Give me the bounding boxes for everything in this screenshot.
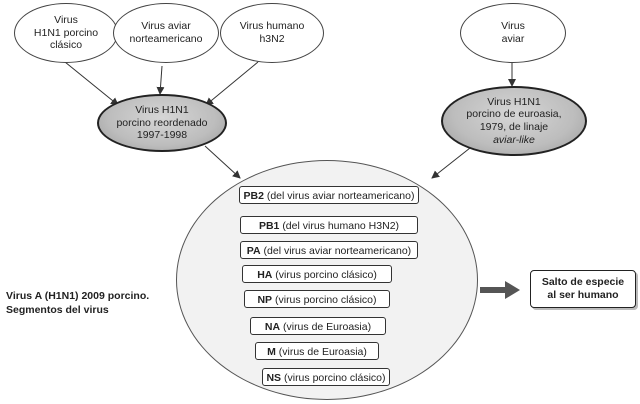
node-aviar: Virus aviar — [460, 3, 566, 63]
outcome-box: Salto de especie al ser humano — [530, 270, 636, 308]
segment-na: NA (virus de Euroasia) — [250, 317, 386, 335]
segment-name: NA — [264, 321, 281, 333]
arrow-segments-to-outcome — [480, 281, 520, 299]
segment-origin: (virus de Euroasia) — [282, 321, 372, 333]
node-reordenado: Virus H1N1 porcino reordenado 1997-1998 — [97, 94, 227, 152]
arrow-humano-to-reordenado — [205, 61, 259, 106]
arrow-aviar-na-to-reordenado — [156, 65, 165, 95]
segment-name: PA — [246, 245, 261, 257]
segment-name: PB2 — [243, 190, 264, 202]
virus-label: Virus A (H1N1) 2009 porcino. Segmentos d… — [6, 290, 150, 316]
segment-origin: (del virus aviar norteamericano) — [266, 190, 415, 202]
segment-ha: HA (virus porcino clásico) — [242, 265, 392, 283]
segment-origin: (virus porcino clásico) — [283, 372, 386, 384]
segment-origin: (del virus humano H3N2) — [282, 220, 400, 232]
segment-name: M — [267, 346, 276, 358]
node-aviar-norteamericano: Virus aviar norteamericano — [113, 3, 219, 63]
segment-pb2: PB2 (del virus aviar norteamericano) — [239, 186, 419, 204]
euroasia-text: Virus H1N1 porcino de euroasia, 1979, de… — [466, 95, 562, 133]
segment-name: NS — [266, 372, 282, 384]
arrow-porcino-to-reordenado — [64, 61, 119, 106]
euroasia-italic: aviar-like — [493, 133, 535, 146]
segment-m: M (virus de Euroasia) — [255, 342, 379, 360]
node-porcino-clasico: Virus H1N1 porcino clásico — [14, 3, 118, 63]
segment-pb1: PB1 (del virus humano H3N2) — [240, 216, 418, 234]
segment-origin: (del virus aviar norteamericano) — [263, 245, 412, 257]
node-euroasia: Virus H1N1 porcino de euroasia, 1979, de… — [441, 86, 587, 156]
arrow-reordenado-to-segments — [204, 145, 241, 179]
segment-name: HA — [257, 269, 273, 281]
segment-origin: (virus de Euroasia) — [278, 346, 367, 358]
segment-np: NP (virus porcino clásico) — [244, 290, 390, 308]
segment-ns: NS (virus porcino clásico) — [262, 368, 390, 386]
node-humano-h3n2: Virus humano h3N2 — [220, 3, 324, 63]
segment-origin: (virus porcino clásico) — [274, 294, 377, 306]
segment-name: NP — [257, 294, 273, 306]
segment-name: PB1 — [258, 220, 280, 232]
segment-origin: (virus porcino clásico) — [275, 269, 377, 281]
segment-pa: PA (del virus aviar norteamericano) — [240, 241, 418, 259]
arrow-euroasia-to-segments — [431, 147, 471, 179]
